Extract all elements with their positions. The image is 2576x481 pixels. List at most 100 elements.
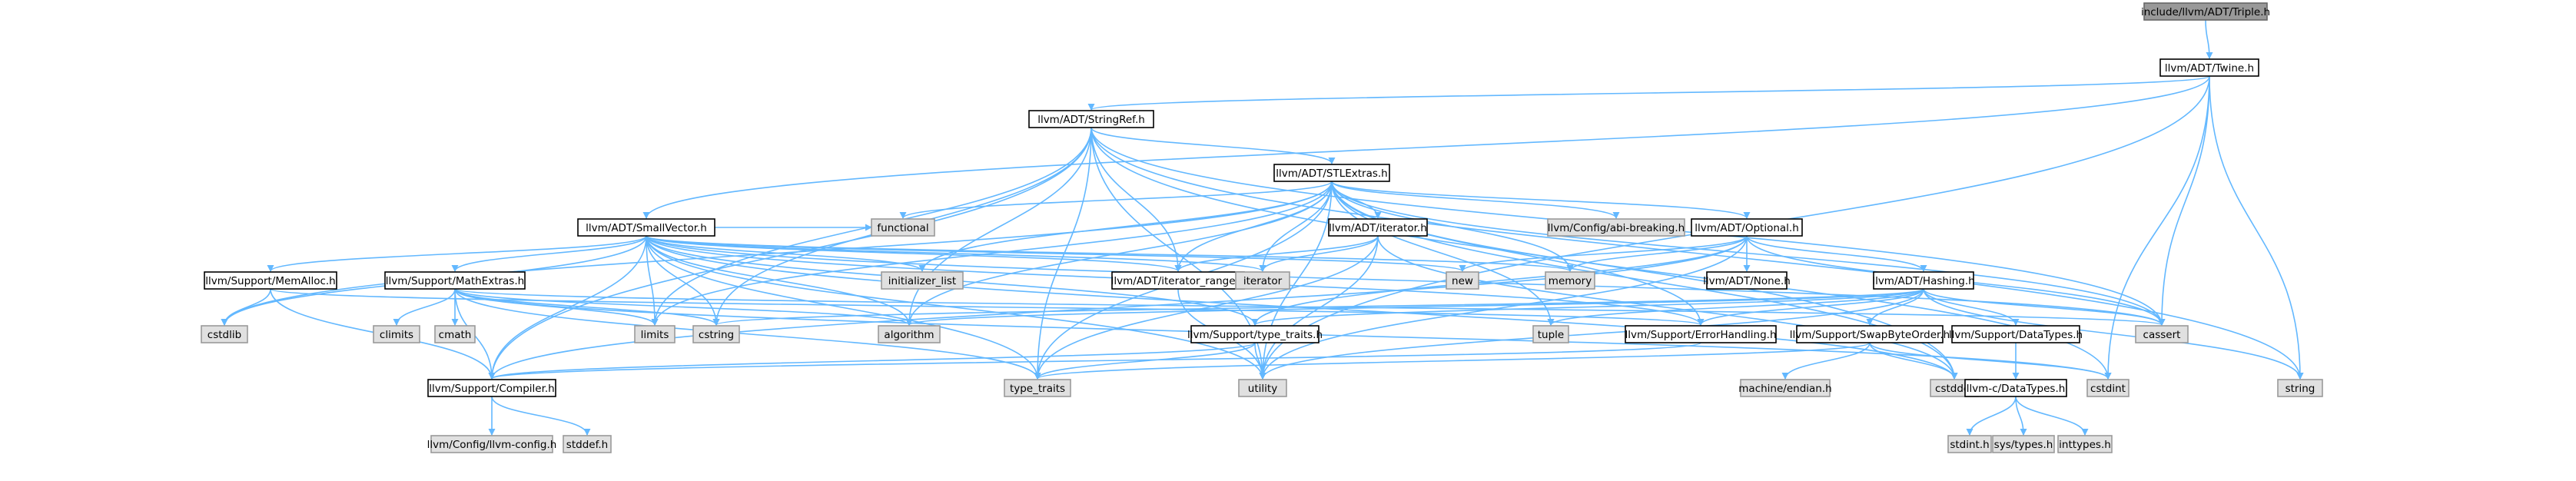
node-label: llvm/ADT/STLExtras.h xyxy=(1276,168,1387,180)
edge-smallvector-to-algorithm xyxy=(646,235,913,326)
node-label: llvm/ADT/iterator.h xyxy=(1329,222,1427,234)
edge-optional-to-new xyxy=(1459,235,1748,272)
edge-typetraits-to-compiler xyxy=(488,342,1256,380)
node-box xyxy=(1740,379,1831,397)
edge-twine-to-cstdint xyxy=(2104,75,2210,380)
node-box xyxy=(2143,2,2268,21)
node-stdint: stdint.h xyxy=(1947,435,1992,453)
node-label: utility xyxy=(1248,383,1277,395)
node-tuple: tuple xyxy=(1532,325,1569,343)
node-box xyxy=(1873,271,1974,290)
edge-hashing-to-swapbyteorder xyxy=(1866,288,1924,326)
node-label: llvm/ADT/iterator_range.h xyxy=(1111,275,1246,287)
node-cstdlib: cstdlib xyxy=(201,325,248,343)
node-hashing[interactable]: llvm/ADT/Hashing.h xyxy=(1872,271,1975,290)
node-label: llvm/Support/MemAlloc.h xyxy=(205,275,335,287)
node-box xyxy=(1992,435,2055,453)
edge-stringref-to-stlextras xyxy=(1090,127,1336,164)
edge-compiler-to-stddef xyxy=(491,396,591,436)
node-datatypes[interactable]: llvm/Support/DataTypes.h xyxy=(1949,325,2083,343)
node-box xyxy=(2135,325,2189,343)
node-typetraits[interactable]: llvm/Support/type_traits.h xyxy=(1187,325,1323,343)
node-box xyxy=(1796,325,1944,343)
edge-memalloc-to-cstdlib xyxy=(221,288,271,326)
node-label: iterator xyxy=(1243,275,1283,287)
edge-triple-to-twine xyxy=(2205,19,2213,59)
node-label: inttypes.h xyxy=(2059,439,2111,451)
node-stlextras[interactable]: llvm/ADT/STLExtras.h xyxy=(1273,164,1390,182)
node-functional: functional xyxy=(871,218,935,237)
edge-stlextras-to-optional xyxy=(1331,181,1751,219)
edge-twine-to-cassert xyxy=(2158,75,2210,326)
edge-cdatatypes-to-stdint xyxy=(1966,396,2017,436)
edge-twine-to-stringref xyxy=(1088,75,2210,111)
edge-iterator-to-typetraitssys xyxy=(1034,235,1379,380)
node-label: string xyxy=(2286,383,2315,395)
node-cassert: cassert xyxy=(2135,325,2189,343)
edge-swapbyteorder-to-cstdint xyxy=(1869,342,2112,380)
node-machineendian: machine/endian.h xyxy=(1738,379,1832,397)
node-box xyxy=(2086,379,2130,397)
node-stringref[interactable]: llvm/ADT/StringRef.h xyxy=(1028,110,1154,128)
edge-stlextras-to-initlist xyxy=(918,181,1333,272)
node-box xyxy=(1706,271,1788,290)
edge-typetraits-to-utility xyxy=(1254,342,1266,380)
node-box xyxy=(1625,325,1777,343)
node-new: new xyxy=(1446,271,1479,290)
edge-stlextras-to-utility xyxy=(1259,181,1333,380)
node-string: string xyxy=(2277,379,2323,397)
node-label: llvm-c/DataTypes.h xyxy=(1967,383,2066,395)
edge-cdatatypes-to-systypes xyxy=(2015,396,2027,436)
node-memalloc[interactable]: llvm/Support/MemAlloc.h xyxy=(204,271,337,290)
node-twine[interactable]: llvm/ADT/Twine.h xyxy=(2159,58,2259,77)
node-label: stdint.h xyxy=(1950,439,1989,451)
node-compiler[interactable]: llvm/Support/Compiler.h xyxy=(427,379,556,397)
edge-cdatatypes-to-inttypes xyxy=(2015,396,2089,436)
node-mathextras[interactable]: llvm/Support/MathExtras.h xyxy=(384,271,526,290)
edge-stlextras-to-limits xyxy=(651,181,1333,326)
edge-optional-to-typetraits xyxy=(1251,235,1748,326)
node-errorhandling[interactable]: llvm/Support/ErrorHandling.h xyxy=(1625,325,1777,343)
node-label: llvm/Support/Compiler.h xyxy=(429,383,554,395)
node-swapbyteorder[interactable]: llvm/Support/SwapByteOrder.h xyxy=(1790,325,1950,343)
node-box xyxy=(1004,379,1071,397)
node-box xyxy=(1947,435,1992,453)
node-triple[interactable]: include/llvm/ADT/Triple.h xyxy=(2141,2,2270,21)
edge-iterator-to-iterrange xyxy=(1174,235,1379,272)
node-systypes: sys/types.h xyxy=(1992,435,2055,453)
node-noneh[interactable]: llvm/ADT/None.h xyxy=(1703,271,1791,290)
node-label: llvm/Support/SwapByteOrder.h xyxy=(1790,329,1950,341)
nodes-layer: include/llvm/ADT/Triple.h llvm/ADT/Twine.… xyxy=(201,2,2323,453)
edge-twine-to-smallvector xyxy=(642,75,2210,219)
node-box xyxy=(427,379,556,397)
node-box xyxy=(1328,218,1428,237)
node-algorithm: algorithm xyxy=(878,325,941,343)
node-iterrange[interactable]: llvm/ADT/iterator_range.h xyxy=(1111,271,1246,290)
node-optional[interactable]: llvm/ADT/Optional.h xyxy=(1691,218,1803,237)
edge-optional-to-utility xyxy=(1259,235,1748,380)
node-box xyxy=(430,435,553,453)
node-cdatatypes[interactable]: llvm-c/DataTypes.h xyxy=(1964,379,2067,397)
node-label: cstdint xyxy=(2090,383,2126,395)
node-label: cmath xyxy=(439,329,472,341)
node-box xyxy=(1273,164,1390,182)
node-label: llvm/ADT/Optional.h xyxy=(1695,222,1799,234)
node-box xyxy=(634,325,676,343)
node-inttypes: inttypes.h xyxy=(2057,435,2113,453)
node-label: llvm/ADT/StringRef.h xyxy=(1037,114,1145,126)
node-label: tuple xyxy=(1538,329,1564,341)
edge-smallvector-to-cstring xyxy=(646,235,720,326)
node-iterator[interactable]: llvm/ADT/iterator.h xyxy=(1328,218,1428,237)
node-smallvector[interactable]: llvm/ADT/SmallVector.h xyxy=(577,218,715,237)
node-label: llvm/Support/DataTypes.h xyxy=(1949,329,2083,341)
node-box xyxy=(2159,58,2259,77)
edge-stlextras-to-functional xyxy=(899,181,1333,219)
edge-swapbyteorder-to-machineendian xyxy=(1781,342,1871,380)
edge-swapbyteorder-to-typetraitssys xyxy=(1034,342,1871,380)
node-label: climits xyxy=(380,329,413,341)
node-cmath: cmath xyxy=(434,325,476,343)
node-label: sys/types.h xyxy=(1994,439,2053,451)
edge-smallvector-to-cassert xyxy=(646,235,2166,326)
edge-stringref-to-string xyxy=(1090,127,2304,380)
edge-hashing-to-cstring xyxy=(713,288,1924,326)
